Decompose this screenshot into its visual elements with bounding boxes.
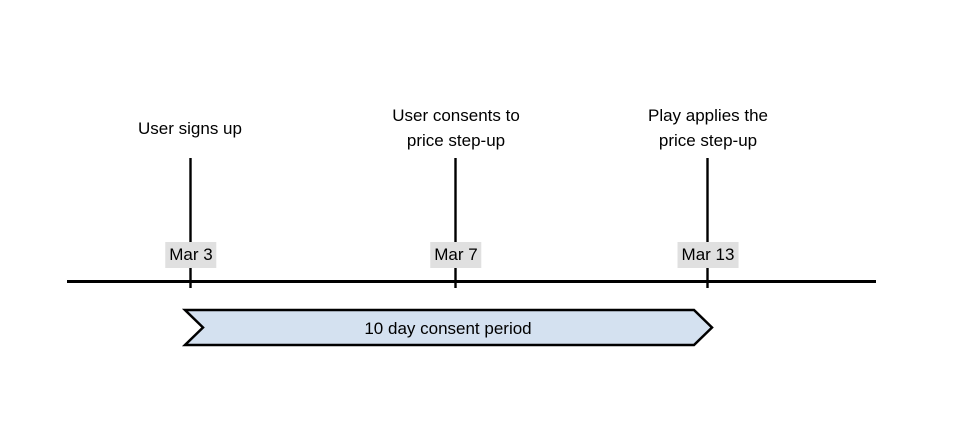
date-chip-mar-3: Mar 3	[165, 242, 217, 268]
consent-period-banner-shape	[181, 308, 714, 347]
date-chip-mar-13: Mar 13	[677, 242, 739, 268]
consent-period-label: 10 day consent period	[364, 319, 532, 338]
date-chip-mar-7: Mar 7	[430, 242, 482, 268]
